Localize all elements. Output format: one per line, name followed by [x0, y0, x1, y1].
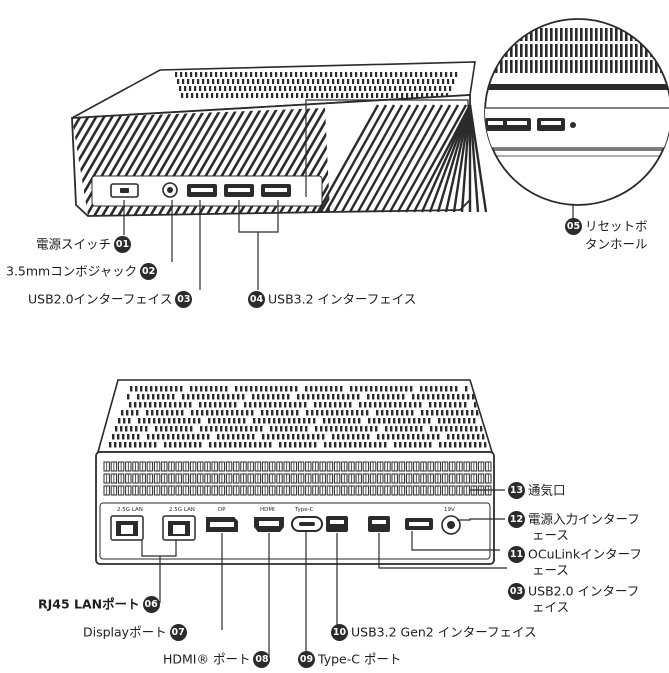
- label-reset-hole-line2: タンホール: [585, 236, 648, 252]
- rj45-ports: [110, 515, 196, 541]
- label-usb20-rear-line2: ェイス: [532, 599, 570, 615]
- power-label: 19V: [444, 507, 455, 513]
- hdmi-label: HDMI: [260, 507, 275, 513]
- reset-hole: [570, 122, 576, 128]
- rear-vent-grid: [103, 461, 492, 496]
- front-magnifier: [484, 18, 669, 206]
- displayport: [206, 517, 238, 532]
- typec-label: Type-C: [294, 507, 314, 513]
- rear-device: [95, 379, 507, 658]
- front-device: [71, 61, 574, 290]
- hdmi-port: [254, 517, 284, 532]
- lan2-label: 2.5G LAN: [169, 507, 195, 513]
- front-top-vents: [175, 72, 458, 98]
- dp-label: DP: [218, 507, 226, 513]
- label-power-input-line2: ェース: [532, 527, 569, 543]
- lan1-label: 2.5G LAN: [117, 507, 143, 513]
- front-right-grille: [316, 104, 488, 213]
- front-usb-ports: [187, 184, 291, 197]
- label-oculink-line2: ェース: [532, 562, 569, 578]
